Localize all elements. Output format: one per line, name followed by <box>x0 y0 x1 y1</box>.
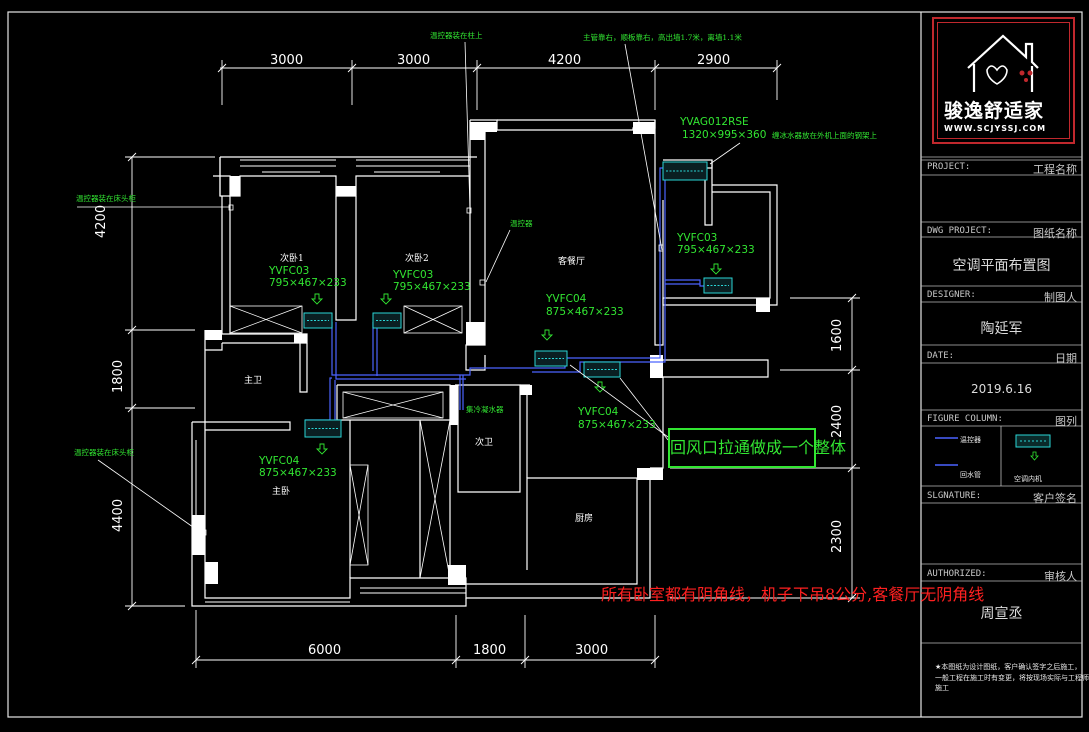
bed-outlines <box>229 305 463 579</box>
unit-size: 875×467×233 <box>546 306 624 318</box>
room-bedroom1: 次卧1 <box>280 254 304 264</box>
outdoor-unit <box>662 161 708 181</box>
legend-symbols <box>935 434 1051 466</box>
dim-top-3: 4200 <box>548 53 582 68</box>
logo-house-icon <box>967 34 1039 92</box>
windows <box>195 159 651 603</box>
floor-plan-walls <box>191 119 778 607</box>
dim-bottom-2: 1800 <box>473 643 507 658</box>
dim-bottom-1: 6000 <box>308 643 342 658</box>
disclaimer-line-2: 一般工程在施工时有变更，将按现场实际与工程师施工 <box>935 674 1089 692</box>
dim-top-1: 3000 <box>270 53 304 68</box>
dim-bottom-3: 3000 <box>575 643 609 658</box>
field-value: 2019.6.16 <box>970 382 1033 396</box>
unit-model: YVFC04 <box>546 293 587 305</box>
room-kitchen: 厨房 <box>575 514 594 524</box>
dim-top-4: 2900 <box>697 53 731 68</box>
field-label-cn: 审核人 <box>1044 570 1077 583</box>
room-bedroom2: 次卧2 <box>405 254 429 264</box>
field-label-cn: 图列 <box>1055 415 1077 428</box>
outdoor-unit-model: YVAG012RSE <box>680 116 749 128</box>
ceiling-note: 所有卧室都有阴角线，机子下吊8公分,客餐厅无阴角线 <box>601 585 985 604</box>
unit-size: 875×467×233 <box>259 467 337 479</box>
unit-model: YVFC03 <box>393 269 434 281</box>
field-label: FIGURE COLUMN: <box>927 414 1003 424</box>
unit-model: YVFC03 <box>677 232 718 244</box>
field-label-cn: 日期 <box>1055 352 1077 365</box>
indoor-unit <box>583 361 621 378</box>
unit-size: 795×467×233 <box>393 281 471 293</box>
note-thermostat-right: 温控器 <box>510 219 533 228</box>
room-living: 客餐厅 <box>558 257 586 267</box>
indoor-unit <box>703 277 733 294</box>
dim-right-2: 2400 <box>830 404 845 438</box>
unit-model: YVFC04 <box>578 406 619 418</box>
field-value: 周宣丞 <box>980 606 1023 622</box>
note-main-pipe: 主管靠右，顺板靠右，高出墙1.7米，离墙1.1米 <box>583 33 742 42</box>
field-value: 陶延军 <box>980 321 1023 337</box>
title-block-grid <box>921 156 1082 644</box>
note-thermostat-left-top: 温控器装在床头柜 <box>76 194 136 203</box>
indoor-unit <box>372 312 402 329</box>
room-guest-bath: 次卫 <box>475 438 494 448</box>
room-master-bath: 主卫 <box>244 376 263 386</box>
dim-right-3: 2300 <box>830 519 845 553</box>
field-label-cn: 工程名称 <box>1033 163 1077 176</box>
legend-thermostat: 温控器 <box>960 436 981 444</box>
field-label: DESIGNER: <box>927 290 976 300</box>
logo-frame <box>932 17 1075 144</box>
note-thermostat-left-bottom: 温控器装在床头柜 <box>74 448 134 457</box>
dim-top-2: 3000 <box>397 53 431 68</box>
note-outdoor-bracket: 缠冰水器放在外机上面的钢架上 <box>772 131 877 140</box>
indoor-unit <box>534 350 568 367</box>
field-label: AUTHORIZED: <box>927 569 987 579</box>
note-thermostat-top: 温控器装在柱上 <box>430 31 483 40</box>
dim-left-3: 4400 <box>111 498 126 532</box>
wall-columns <box>192 122 770 585</box>
room-master: 主卧 <box>272 487 291 497</box>
unit-size: 795×467×233 <box>269 277 347 289</box>
note-condensate: 集冷凝水器 <box>466 405 504 414</box>
indoor-unit <box>303 312 333 329</box>
outdoor-unit-size: 1320×995×360 <box>682 129 767 141</box>
thermostat-markers <box>201 204 664 536</box>
field-label-cn: 制图人 <box>1044 291 1077 304</box>
drawing-frame <box>7 11 1083 718</box>
field-label: PROJECT: <box>927 162 971 172</box>
logo-text: 骏逸舒适家 <box>944 100 1045 122</box>
unit-model: YVFC04 <box>259 455 300 467</box>
airflow-arrows <box>310 263 723 455</box>
unit-size: 875×467×233 <box>578 419 656 431</box>
disclaimer-line-1: ★本图纸为设计图纸，客户确认签字之后施工， <box>935 663 1082 671</box>
return-air-callout: 回风口拉通做成一个整体 <box>668 428 846 468</box>
legend-indoor-unit: 空调内机 <box>1014 475 1042 483</box>
unit-size: 795×467×233 <box>677 244 755 256</box>
dimension-lines <box>125 60 860 668</box>
field-value: 空调平面布置图 <box>952 258 1051 274</box>
field-label: DATE: <box>927 351 955 361</box>
field-label: SLGNATURE: <box>927 491 982 501</box>
field-label-cn: 图纸名称 <box>1033 227 1077 240</box>
dim-left-2: 1800 <box>111 359 126 393</box>
indoor-units <box>303 161 733 438</box>
dim-left-1: 4200 <box>94 204 109 238</box>
dim-right-1: 1600 <box>830 318 845 352</box>
logo-url: WWW.SCJYSSJ.COM <box>944 124 1047 133</box>
legend-pipe: 回水管 <box>960 471 981 479</box>
field-label: DWG PROJECT: <box>927 226 993 236</box>
unit-model: YVFC03 <box>269 265 310 277</box>
leader-lines <box>77 41 741 533</box>
field-label-cn: 客户签名 <box>1033 492 1077 505</box>
indoor-unit <box>304 419 342 438</box>
